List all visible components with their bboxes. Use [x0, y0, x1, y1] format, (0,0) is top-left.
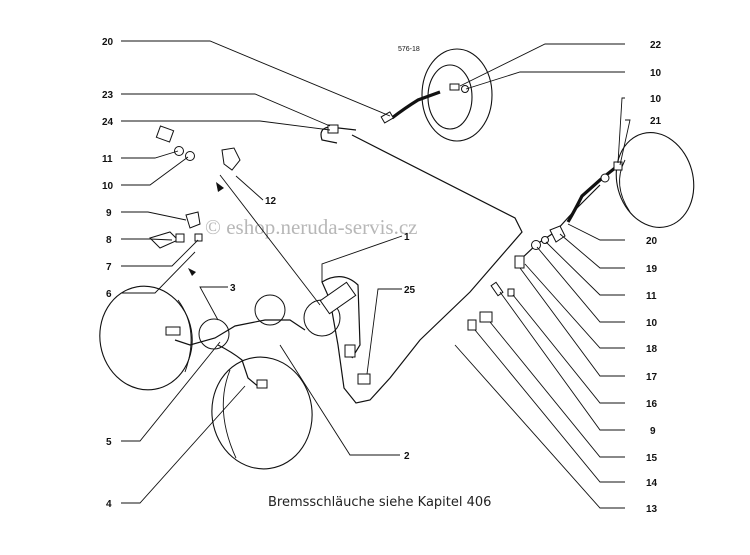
callout-24: 24	[102, 117, 114, 128]
callout-1: 1	[404, 232, 410, 243]
watermark: © eshop.neruda-servis.cz	[205, 215, 417, 239]
diagram-caption: Bremsschläuche siehe Kapitel 406	[268, 495, 491, 510]
callout-2: 2	[404, 451, 410, 462]
callout-14: 14	[646, 478, 658, 489]
callouts-left: 20 23 24 11 10 9 8 7 6 5 4	[102, 37, 114, 510]
callouts-right: 22 10 10 21 20 19 11 10 18 17 16 9 15 14…	[646, 40, 662, 515]
drawing-reference: 576-18	[398, 46, 420, 53]
callout-20-right: 20	[646, 236, 658, 247]
callout-5: 5	[106, 437, 112, 448]
brake-hose-front	[391, 90, 441, 120]
callout-10-left: 10	[102, 181, 114, 192]
callout-9-left: 9	[106, 208, 112, 219]
callout-9-right: 9	[650, 426, 656, 437]
fitting-parts	[149, 83, 623, 389]
callout-23: 23	[102, 90, 114, 101]
callout-12: 12	[265, 196, 277, 207]
callout-19: 19	[646, 264, 658, 275]
callout-4: 4	[106, 499, 112, 510]
callout-10-r2: 10	[650, 94, 662, 105]
callout-10-r3: 10	[646, 318, 658, 329]
callout-11-right: 11	[646, 291, 657, 302]
callout-16: 16	[646, 399, 658, 410]
leader-lines	[121, 40, 631, 509]
callout-11-left: 11	[102, 154, 113, 165]
callout-6: 6	[106, 289, 112, 300]
direction-arrows	[188, 182, 224, 276]
drum-bottom	[211, 356, 313, 470]
callout-18: 18	[646, 344, 658, 355]
callout-25: 25	[404, 285, 416, 296]
callout-10-r1: 10	[650, 68, 662, 79]
drum-left	[99, 285, 193, 391]
callout-7: 7	[106, 262, 112, 273]
callout-20-left: 20	[102, 37, 114, 48]
callout-17: 17	[646, 372, 658, 383]
callout-13: 13	[646, 504, 658, 515]
main-brake-pipe	[321, 134, 523, 404]
callout-3: 3	[230, 283, 236, 294]
callout-8: 8	[106, 235, 112, 246]
callout-15: 15	[646, 453, 658, 464]
right-pipe	[519, 184, 601, 261]
callout-21: 21	[650, 116, 662, 127]
callouts-center: 12 1 25 3 2	[230, 196, 416, 462]
brake-hose-right	[566, 166, 616, 223]
drum-right	[615, 132, 695, 228]
rear-cross-pipe	[174, 319, 306, 346]
callout-22: 22	[650, 40, 662, 51]
